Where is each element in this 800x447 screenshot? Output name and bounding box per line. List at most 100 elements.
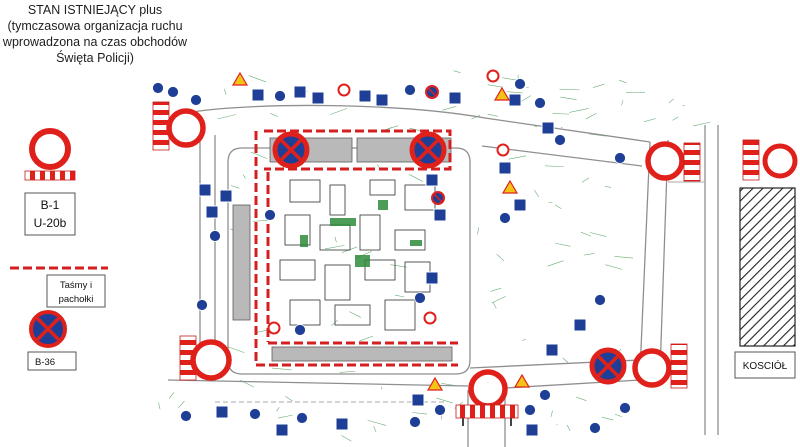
green-survey-line xyxy=(614,413,622,417)
parking-sign-icon xyxy=(219,189,233,203)
road-block-outline xyxy=(227,147,471,375)
parking-sign-icon xyxy=(335,417,349,431)
green-survey-line xyxy=(560,96,577,101)
green-survey-line xyxy=(566,424,571,431)
green-survey-line xyxy=(250,151,268,159)
green-survey-line xyxy=(373,425,377,432)
legend-tape-label-1: Taśmy i xyxy=(60,280,92,291)
green-survey-line xyxy=(394,294,405,298)
green-survey-line xyxy=(442,106,457,111)
mandatory-sign-icon xyxy=(190,94,202,106)
green-survey-line xyxy=(271,367,292,371)
title-line-2: (tymczasowa organizacja ruchu xyxy=(7,19,182,33)
green-survey-line xyxy=(643,118,657,122)
green-survey-line xyxy=(490,287,502,292)
parking-sign-icon xyxy=(198,183,212,197)
mandatory-sign-icon xyxy=(196,299,208,311)
legend-b1-symbol xyxy=(24,128,76,181)
legend-tape-label-2: pachołki xyxy=(59,294,94,305)
mandatory-sign-icon xyxy=(409,416,421,428)
green-survey-line xyxy=(453,70,461,73)
tape-and-cones-lines xyxy=(254,129,458,367)
church-label-box xyxy=(734,351,796,379)
green-survey-line xyxy=(367,419,387,426)
green-survey-line xyxy=(550,410,553,417)
green-survey-line xyxy=(217,114,236,120)
parking-sign-icon xyxy=(425,271,439,285)
green-survey-line xyxy=(487,113,499,117)
green-survey-line xyxy=(521,338,526,341)
green-survey-line xyxy=(330,108,348,115)
green-survey-line xyxy=(580,231,592,237)
title-line-1: STAN ISTNIEJĄCY plus xyxy=(28,3,162,17)
green-survey-line xyxy=(583,253,595,256)
green-survey-line xyxy=(576,396,587,401)
parking-sign-icon xyxy=(411,393,425,407)
legend-b36-label: B-36 xyxy=(35,357,55,368)
green-survey-line xyxy=(227,346,245,353)
mandatory-sign-icon xyxy=(180,410,192,422)
church-label: KOSCIÓŁ xyxy=(743,359,788,372)
parking-bottom-strip xyxy=(271,346,453,362)
green-survey-line xyxy=(492,301,497,309)
parking-sign-icon xyxy=(498,161,512,175)
parking-sign-icon xyxy=(311,91,325,105)
green-survey-line xyxy=(506,91,523,94)
green-survey-line xyxy=(601,416,614,421)
green-survey-line xyxy=(496,253,505,262)
striped-barrier-icon xyxy=(670,343,688,389)
closed-to-traffic-sign-icon xyxy=(762,143,798,179)
building-outline xyxy=(334,304,371,326)
prohibition-sign-icon xyxy=(423,311,437,325)
no-stopping-point-top-east xyxy=(409,131,447,169)
green-survey-line xyxy=(502,77,517,81)
closed-to-traffic-sign-icon xyxy=(645,141,685,181)
green-survey-line xyxy=(592,83,605,88)
legend: B-1 U-20b Taśmy i pachołki B-36 xyxy=(10,128,108,371)
mandatory-sign-icon xyxy=(524,404,536,416)
green-survey-line xyxy=(277,414,293,419)
green-survey-line xyxy=(559,88,580,91)
parking-sign-icon xyxy=(448,91,462,105)
green-survey-line xyxy=(477,227,480,235)
no-stopping-cross-b xyxy=(416,138,440,162)
tape-top xyxy=(264,129,452,171)
building-outline xyxy=(329,184,346,216)
green-area xyxy=(378,200,388,210)
green-survey-line xyxy=(544,165,564,167)
striped-barrier-icon xyxy=(24,170,76,181)
green-survey-line xyxy=(412,412,428,415)
prohibition-sign-icon xyxy=(496,143,510,157)
mandatory-sign-icon xyxy=(414,292,426,304)
mandatory-sign-icon xyxy=(296,412,308,424)
prohibition-sign-icon xyxy=(337,83,351,97)
legend-u20b-label: U-20b xyxy=(34,216,67,230)
parking-sign-icon xyxy=(275,423,289,437)
road-right-top-edge xyxy=(484,117,651,143)
striped-barrier-icon xyxy=(683,142,701,182)
green-survey-line xyxy=(555,242,571,247)
legend-b36-box xyxy=(27,351,77,371)
green-survey-line xyxy=(409,174,423,182)
green-survey-line xyxy=(231,185,240,189)
no-stopping-point-south-east xyxy=(589,347,627,385)
building-outline xyxy=(279,259,316,281)
closure-point-north-east xyxy=(645,141,701,182)
mandatory-sign-icon xyxy=(274,90,286,102)
parking-sign-icon xyxy=(425,173,439,187)
closed-to-traffic-sign-icon xyxy=(468,369,508,409)
building-outline xyxy=(394,229,426,251)
no-stopping-point-top-west xyxy=(272,131,310,169)
green-survey-line xyxy=(552,113,570,115)
survey-detail-layer xyxy=(158,70,711,442)
no-stopping-cross xyxy=(433,193,443,203)
warning-sign-icon xyxy=(231,71,249,86)
green-survey-line xyxy=(349,311,362,318)
green-survey-line xyxy=(604,186,612,188)
mandatory-sign-icon xyxy=(514,78,526,90)
green-survey-line xyxy=(158,402,161,410)
road-top-outer xyxy=(191,104,486,119)
closed-to-traffic-sign-icon xyxy=(29,128,71,170)
warning-sign-icon xyxy=(501,179,519,194)
